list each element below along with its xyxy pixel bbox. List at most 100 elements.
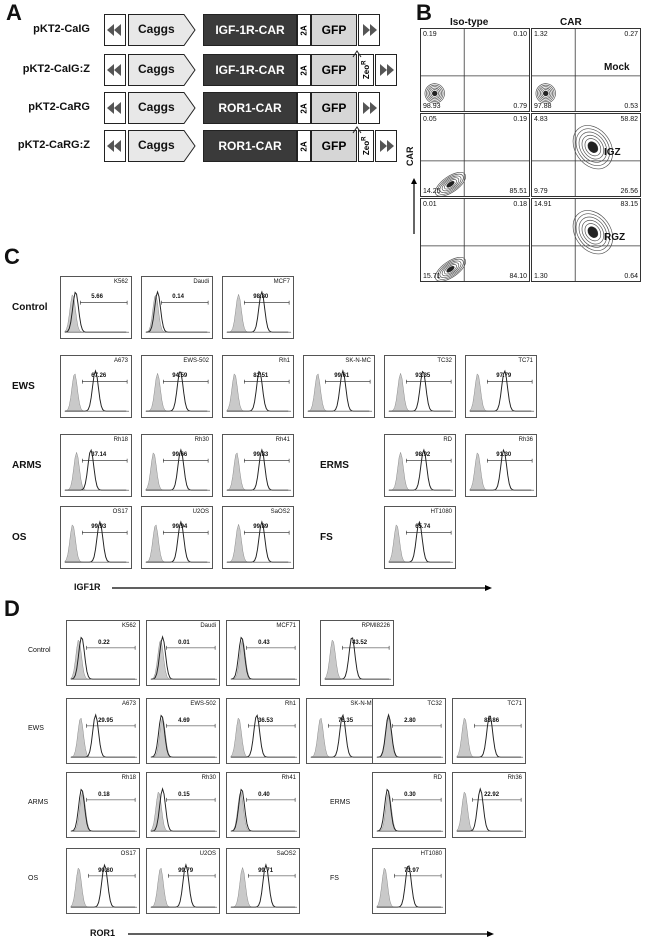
percent-positive: 5.66: [91, 294, 103, 301]
cell-line-name: HT1080: [420, 851, 442, 857]
panel-c-axis-arrow: [112, 585, 492, 591]
zeo-label: ZeoR: [361, 137, 371, 156]
percent-positive: 76.35: [338, 717, 354, 724]
cell-line-name: A673: [113, 358, 128, 364]
gfp-cassette: GFP: [311, 14, 357, 46]
promoter-label: Caggs: [138, 22, 175, 36]
gfp-cassette: GFP: [311, 92, 357, 124]
percent-positive: 0.01: [178, 639, 190, 646]
flow-row-tag: RGZ: [604, 232, 626, 243]
construct-name: pKT2-CaRG:Z: [17, 139, 90, 151]
percent-positive: 82.51: [253, 373, 269, 380]
promoter-label: Caggs: [138, 138, 175, 152]
histogram-plot: Rh18 37.14: [60, 434, 132, 497]
linker-2a: 2A: [297, 130, 311, 162]
flow-y-axis-label: CAR: [405, 146, 415, 167]
cell-line-name: RD: [443, 437, 452, 443]
histogram-row-label: ARMS: [12, 459, 42, 471]
car-cassette: IGF-1R-CAR: [203, 14, 297, 46]
car-cassette: IGF-1R-CAR: [203, 54, 297, 86]
histogram-row-label: EWS: [12, 380, 35, 392]
promoter-arrow: Caggs: [128, 130, 196, 162]
percent-positive: 97.79: [496, 373, 512, 380]
panel-b-letter: B: [416, 0, 432, 25]
histogram-row-label: EWS: [28, 725, 44, 732]
cell-line-name: Rh41: [281, 775, 296, 781]
cell-line-name: K562: [121, 623, 136, 629]
quadrant-percent: 4.83: [534, 116, 548, 123]
linker-2a: 2A: [297, 14, 311, 46]
panel-d-axis-arrow: [128, 931, 494, 937]
quadrant-percent: 83.15: [620, 201, 638, 208]
zeo-text: Zeo: [361, 65, 371, 80]
percent-positive: 99.89: [253, 524, 269, 531]
histogram-row-label-secondary: FS: [330, 875, 339, 882]
cell-line-name: U2OS: [192, 509, 209, 515]
cell-line-name: SK-N-MC: [345, 358, 371, 364]
right-itr: [375, 130, 397, 162]
percent-positive: 37.14: [91, 452, 107, 459]
histogram-row-label: OS: [12, 531, 27, 543]
percent-positive: 0.14: [172, 294, 184, 301]
panel-d-axis-label: ROR1: [90, 928, 116, 938]
linker-label: 2A: [299, 140, 309, 152]
quadrant-percent: 14.25: [423, 188, 441, 195]
histogram-row-label-secondary: ERMS: [330, 799, 351, 806]
cell-line-name: SaOS2: [276, 851, 296, 857]
construct-name: pKT2-CaIG:Z: [22, 63, 90, 75]
percent-positive: 99.94: [172, 524, 188, 531]
cell-line-name: U2OS: [199, 851, 216, 857]
cell-line-name: SaOS2: [270, 509, 290, 515]
percent-positive: 99.79: [178, 867, 194, 874]
quadrant-percent: 1.30: [534, 273, 548, 280]
quadrant-percent: 0.10: [513, 31, 527, 38]
linker-label: 2A: [299, 102, 309, 114]
histogram-row-label: Control: [12, 301, 48, 313]
insertion-caret: [352, 121, 362, 134]
percent-positive: 29.95: [98, 717, 114, 724]
cell-line-name: Rh30: [201, 775, 216, 781]
percent-positive: 99.66: [172, 452, 188, 459]
quadrant-percent: 0.79: [513, 103, 527, 110]
histogram-row-label: Control: [28, 647, 51, 654]
cell-line-name: Rh18: [113, 437, 128, 443]
cell-line-name: TC71: [507, 701, 522, 707]
percent-positive: 65.74: [415, 524, 431, 531]
histogram-row-label-secondary: ERMS: [320, 459, 349, 471]
cell-line-name: EWS-502: [190, 701, 216, 707]
percent-positive: 22.92: [484, 791, 500, 798]
car-cassette: ROR1-CAR: [203, 130, 297, 162]
cell-line-name: Daudi: [193, 279, 209, 285]
cell-line-name: HT1080: [430, 509, 452, 515]
cell-line-name: MCF7: [273, 279, 290, 285]
cell-line-name: OS17: [120, 851, 136, 857]
histogram-plot: Daudi 0.14: [141, 276, 213, 339]
left-itr: [104, 130, 126, 162]
cell-line-name: MCF71: [276, 623, 296, 629]
cell-line-name: Rh18: [121, 775, 136, 781]
quadrant-percent: 0.19: [513, 116, 527, 123]
quadrant-percent: 14.91: [534, 201, 552, 208]
cell-line-name: TC32: [437, 358, 452, 364]
right-itr: [375, 54, 397, 86]
flow-y-axis-arrow: [411, 178, 417, 234]
cell-line-name: Rh1: [278, 358, 290, 364]
percent-positive: 0.22: [98, 639, 110, 646]
cell-line-name: EWS-502: [183, 358, 209, 364]
percent-positive: 36.53: [258, 717, 274, 724]
